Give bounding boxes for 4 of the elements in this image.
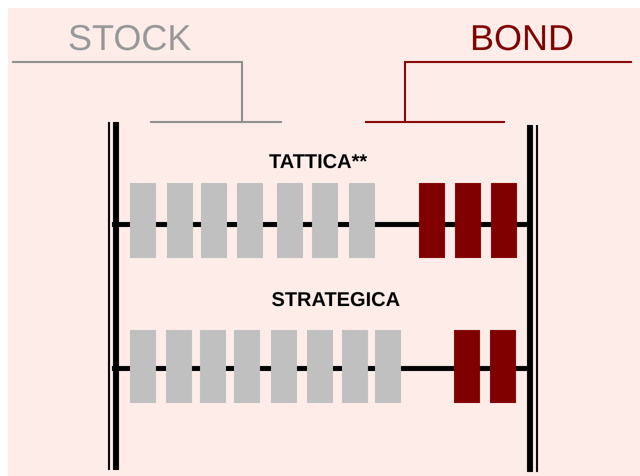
category-label: BOND [470, 20, 574, 56]
row-label: TATTICA** [269, 152, 368, 172]
row-label: STRATEGICA [272, 290, 400, 310]
category-label: STOCK [68, 20, 192, 56]
